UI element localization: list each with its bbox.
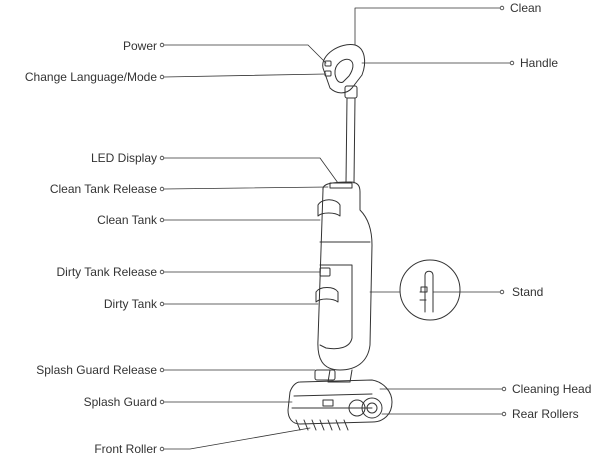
stand-detail-circle — [399, 259, 461, 321]
body-outline — [317, 189, 373, 371]
label-dirty-tank-release: Dirty Tank Release — [56, 265, 158, 279]
clean-tank-window — [317, 199, 341, 217]
label-change-language-mode: Change Language/Mode — [24, 70, 157, 84]
rear-roller-2 — [348, 399, 366, 417]
label-rear-rollers: Rear Rollers — [512, 407, 579, 421]
label-clean-tank-release: Clean Tank Release — [49, 182, 157, 196]
cleaning-head — [287, 379, 393, 425]
leader-front-roller — [163, 427, 311, 450]
stand-detail-parts — [419, 270, 434, 313]
label-clean: Clean — [510, 1, 542, 15]
rear-roller — [361, 397, 383, 419]
label-handle: Handle — [520, 56, 559, 70]
label-dirty-tank: Dirty Tank — [103, 297, 157, 311]
leader-power — [163, 44, 327, 64]
front-roller-bristles — [295, 419, 349, 431]
label-led-display: LED Display — [90, 151, 157, 165]
label-stand: Stand — [512, 285, 544, 299]
leader-clean-tank-release — [163, 186, 329, 190]
dirty-tank-window — [315, 287, 339, 303]
label-cleaning-head: Cleaning Head — [512, 382, 592, 396]
leader-lines — [159, 5, 515, 452]
stand-detail-clip — [420, 286, 428, 293]
label-splash-guard-release: Splash Guard Release — [36, 363, 157, 377]
leader-led — [163, 157, 339, 184]
label-clean-tank: Clean Tank — [97, 213, 157, 227]
head-neck — [327, 369, 353, 383]
mode-button — [324, 70, 332, 77]
dirty-tank-outline — [319, 264, 353, 350]
handle-neck — [344, 85, 358, 99]
body-top — [322, 181, 361, 193]
dirty-tank-release-latch — [319, 267, 331, 277]
led-display — [329, 182, 353, 189]
handle-grip — [322, 44, 366, 94]
splash-guard-part — [291, 393, 373, 409]
shaft — [345, 97, 356, 184]
power-button — [324, 60, 332, 67]
label-splash-guard: Splash Guard — [83, 395, 157, 409]
handle-grip-inner — [334, 58, 354, 83]
label-power: Power — [122, 39, 157, 53]
leader-clean — [354, 7, 501, 46]
rear-roller-hub — [366, 402, 378, 414]
head-badge — [322, 399, 334, 407]
splash-guard-release-tab — [314, 369, 336, 381]
leader-language — [163, 73, 327, 78]
label-front-roller: Front Roller — [94, 442, 157, 456]
